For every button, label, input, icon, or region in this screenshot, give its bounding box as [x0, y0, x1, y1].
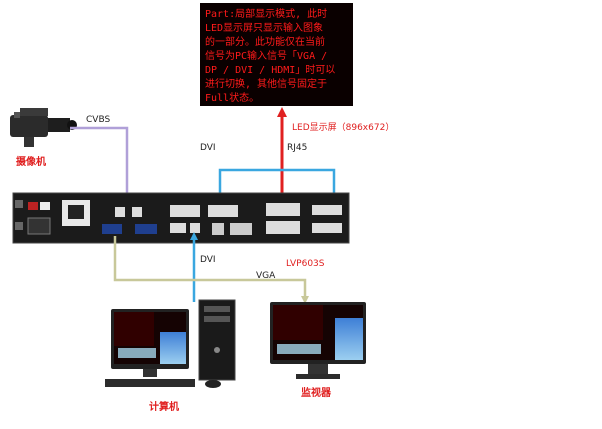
monitor-image: [270, 302, 366, 379]
cvbs-line: [70, 126, 131, 211]
cvbs-label: CVBS: [86, 115, 110, 125]
led-screen-line: 进行切换, 其他信号固定于: [205, 77, 327, 90]
led-screen-line: LED显示屏只显示输入图象: [205, 21, 323, 34]
device-label: LVP603S: [286, 259, 325, 269]
led-screen-line: Part:局部显示模式, 此时: [205, 7, 327, 20]
dvi-top-line: [218, 168, 338, 209]
led-screen-line: Full状态。: [205, 91, 259, 104]
vga-label: VGA: [256, 271, 276, 281]
lvp603s-device: [12, 192, 350, 244]
dvi-bottom-label: DVI: [200, 255, 216, 265]
vga-line: [113, 236, 309, 304]
led-screen-caption: LED显示屏（896x672）: [292, 122, 394, 133]
led-screen-line: DP / DVI / HDMI」时可以: [205, 64, 335, 76]
led-screen-panel: [200, 3, 353, 106]
camera-label: 摄像机: [16, 155, 46, 168]
computer-label: 计算机: [149, 400, 179, 413]
led-screen-line: 的一部分。此功能仅在当前: [205, 35, 325, 48]
computer-image: [105, 299, 236, 388]
rj45-label: RJ45: [287, 143, 307, 153]
monitor-label: 监视器: [301, 386, 332, 399]
camera-image: [10, 108, 77, 147]
dvi-top-label: DVI: [200, 143, 216, 153]
led-screen-line: 信号为PC输入信号「VGA /: [205, 49, 327, 62]
